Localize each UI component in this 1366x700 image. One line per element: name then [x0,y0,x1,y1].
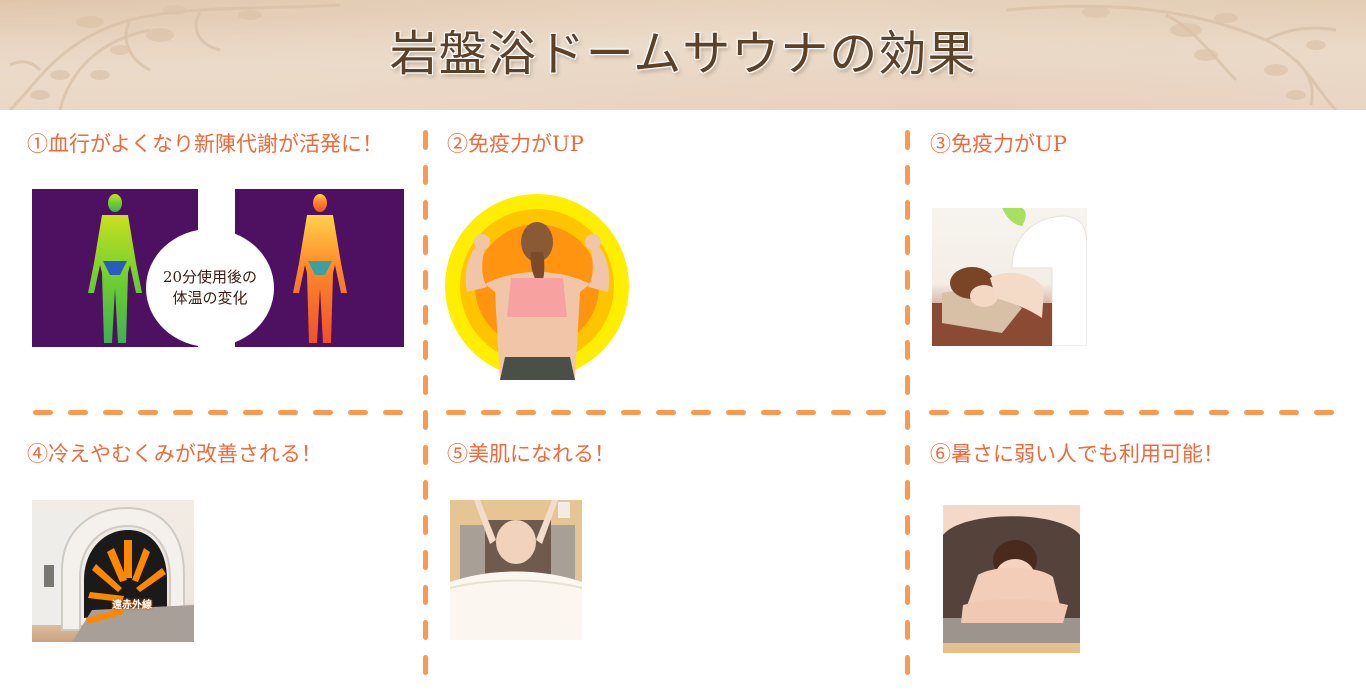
facial-treatment-image [450,500,582,640]
body-silhouette-icon [293,194,347,343]
floral-ornament-icon [1005,4,1338,110]
horizontal-divider [33,410,408,415]
benefit-title-4: ④冷えやむくみが改善される！ [27,442,322,466]
vertical-divider [905,130,910,690]
sun-rings-icon [445,194,629,380]
benefit-title-1: ①血行がよくなり新陳代謝が活発に！ [27,132,383,156]
benefit-title-5: ⑤美肌になれる！ [447,442,615,466]
woman-flexing-image [445,192,630,380]
horizontal-divider [446,410,891,415]
benefit-title-3: ③免疫力がUP [930,132,1067,156]
benefit-title-6: ⑥暑さに弱い人でも利用可能！ [930,442,1224,466]
dome-sauna-image: 遠赤外線 [32,500,194,642]
horizontal-divider [929,410,1339,415]
floral-ornament-icon [8,3,341,110]
thermal-caption: 20分使用後の 体温の変化 [146,229,274,347]
header-banner: 岩盤浴ドームサウナの効果 [0,0,1366,110]
far-infrared-label: 遠赤外線 [112,600,152,611]
vertical-divider [423,130,428,690]
woman-under-towel-image [943,505,1080,653]
woman-resting-image [932,208,1087,346]
body-silhouette-icon [88,194,142,343]
thermal-image: 20分使用後の 体温の変化 [32,189,404,349]
benefit-title-2: ②免疫力がUP [447,132,584,156]
page-title: 岩盤浴ドームサウナの効果 [389,26,977,82]
